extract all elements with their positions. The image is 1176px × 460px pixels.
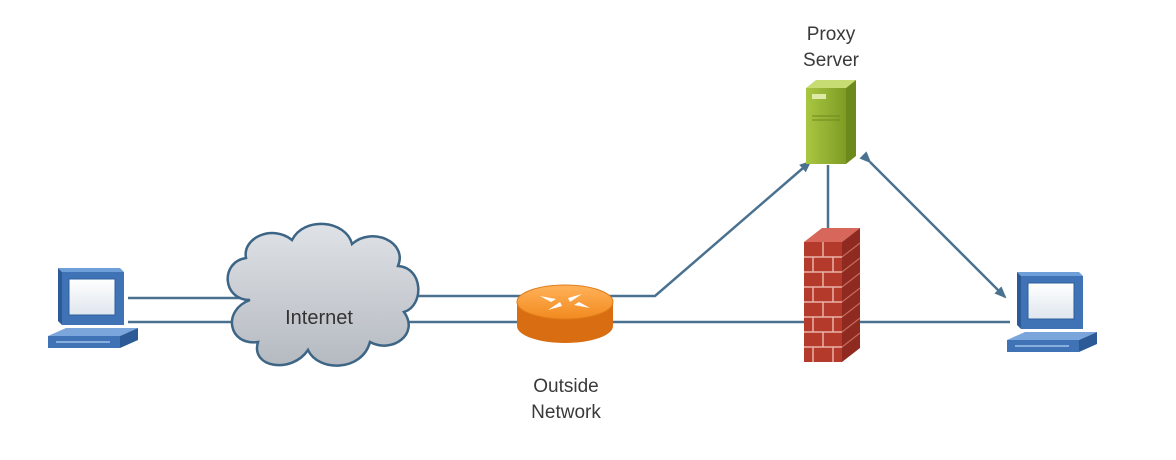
firewall-icon bbox=[804, 228, 861, 362]
proxy-server-label-line2: Server bbox=[803, 50, 860, 71]
left-computer-icon bbox=[48, 268, 138, 348]
proxy-server-icon bbox=[806, 80, 856, 164]
internet-label: Internet bbox=[285, 307, 353, 329]
outside-network-label-line2: Network bbox=[531, 402, 601, 423]
link-internet-to-proxy-arrow bbox=[408, 160, 812, 298]
internet-cloud-icon: Internet bbox=[226, 222, 420, 367]
proxy-server-label-line1: Proxy bbox=[807, 24, 856, 45]
link-proxy-right-pc-bidirectional-arrow bbox=[859, 151, 1007, 299]
router-icon bbox=[516, 284, 614, 343]
right-computer-icon bbox=[1007, 272, 1097, 352]
outside-network-label-line1: Outside bbox=[533, 376, 598, 397]
